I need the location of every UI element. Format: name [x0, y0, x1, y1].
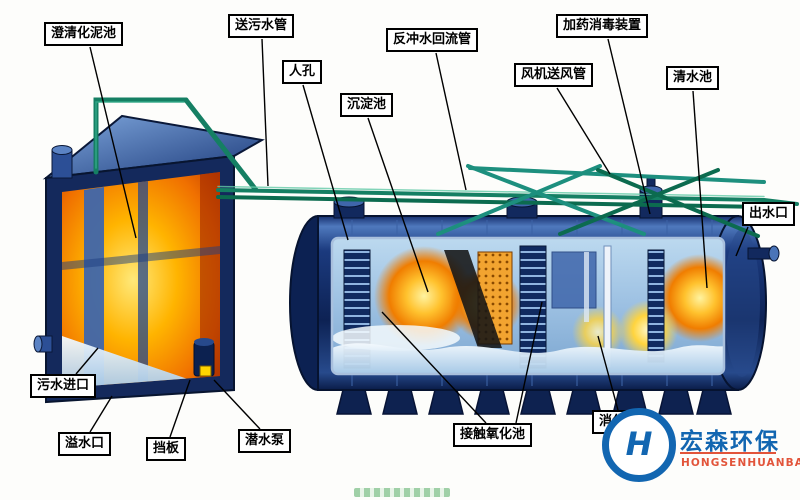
label-submersible-pump: 潜水泵 [238, 429, 292, 453]
label-water-outlet: 出水口 [742, 202, 796, 226]
logo-mark: H [602, 408, 676, 482]
feed-pipe-diagonal [183, 97, 259, 193]
label-sewage-inlet: 污水进口 [30, 374, 97, 398]
leader-sewage-feed-pipe [261, 38, 269, 187]
inner-baffle [138, 181, 148, 382]
shell-ribs [351, 220, 713, 386]
clear-water-zone-glow [656, 254, 724, 342]
logo-name-en: HONGSENHUANBAO [681, 457, 800, 469]
internal-equipment-block [551, 251, 597, 309]
air-drop-1 [436, 164, 602, 236]
leader-water-outlet [735, 226, 749, 257]
leader-clarified-sludge-tank [89, 46, 137, 239]
label-overflow-port: 溢水口 [58, 432, 112, 456]
logo-name-cn: 宏森环保 [680, 429, 780, 455]
tank-interior-detail [62, 172, 220, 388]
outlet-stub [747, 245, 780, 262]
rectangular-tank [33, 114, 265, 404]
leader-baffle [169, 379, 191, 438]
cylindrical-tank [289, 177, 780, 415]
label-sewage-feed-pipe: 送污水管 [228, 14, 295, 38]
leader-manhole [302, 84, 349, 241]
leader-sewage-inlet [75, 347, 99, 375]
aeration-media-glow [374, 246, 474, 346]
air-drop-3 [558, 168, 720, 236]
upper-air-pipe [468, 166, 766, 184]
label-clear-water-tank: 清水池 [666, 66, 720, 90]
leader-digestion-tank [597, 335, 619, 411]
sloped-baffle [62, 336, 214, 388]
air-drop-2 [466, 164, 646, 236]
leader-fan-air-pipe [556, 87, 611, 175]
cap-highlight [724, 229, 760, 377]
inlet-flange [33, 335, 53, 353]
pipe-bundle-2 [216, 195, 766, 209]
piping [93, 97, 799, 238]
water-surface [332, 343, 724, 374]
pipe-bundle-1 [216, 188, 766, 202]
slatted-partition-3 [647, 249, 665, 363]
leader-clear-water-tank [692, 90, 708, 289]
leader-lines [75, 38, 749, 438]
label-contact-oxidation: 接触氧化池 [453, 423, 533, 447]
logo-monogram: H [625, 425, 653, 463]
leader-backwash-return-pipe [435, 52, 467, 191]
leader-submersible-pump [213, 379, 261, 430]
leader-contact-oxidation-b [515, 301, 543, 424]
cutaway-rim [330, 236, 726, 376]
bottom-watermark [354, 488, 450, 497]
label-clarified-sludge-tank: 澄清化泥池 [44, 22, 124, 46]
submersible-pump-body [193, 338, 215, 377]
label-backwash-return-pipe: 反冲水回流管 [386, 28, 479, 52]
tank-cutaway-interior [332, 238, 724, 374]
label-fan-air-pipe: 风机送风管 [514, 63, 594, 87]
top-pipe-stub [51, 145, 73, 179]
leader-dosing-device [607, 38, 651, 215]
label-baffle: 挡板 [146, 437, 187, 461]
slatted-partition-2 [519, 245, 547, 369]
leader-contact-oxidation-a [381, 311, 487, 424]
label-manhole: 人孔 [282, 60, 323, 84]
logo-underline [680, 452, 776, 454]
label-sedimentation-tank: 沉淀池 [340, 93, 394, 117]
baffle-blade [444, 250, 502, 348]
leader-sedimentation-tank [367, 117, 429, 293]
inner-wall [84, 187, 104, 388]
label-dosing-device: 加药消毒装置 [556, 14, 649, 38]
air-drop-4 [596, 168, 760, 238]
leader-overflow-port [89, 395, 113, 433]
